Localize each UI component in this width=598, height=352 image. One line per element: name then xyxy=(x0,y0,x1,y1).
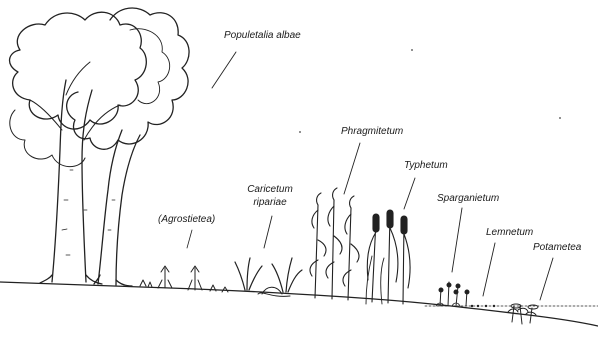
tree-trunk-branch xyxy=(30,62,120,140)
tree-canopy-left xyxy=(10,12,147,129)
leader-populetalia xyxy=(212,52,236,88)
typhetum-cattails xyxy=(366,210,410,304)
tree-trunk-main xyxy=(52,80,92,282)
leader-potametea xyxy=(540,258,553,300)
leader-agrostietea xyxy=(187,230,192,248)
leader-lemnetum xyxy=(483,243,495,296)
leader-caricetum xyxy=(264,216,272,248)
trunk-bark-marks xyxy=(62,170,115,255)
background-specks xyxy=(299,49,561,133)
leader-typhetum xyxy=(404,178,415,209)
caricetum-sedges xyxy=(235,258,302,296)
label-phragmitetum: Phragmitetum xyxy=(341,126,403,138)
label-agrostietea: (Agrostietea) xyxy=(158,214,215,226)
label-caricetum-ripariae: ripariae xyxy=(240,197,300,209)
leader-phragmitetum xyxy=(344,143,360,194)
tree-canopy-inner xyxy=(130,29,170,104)
tree-trunk-second xyxy=(98,130,140,285)
label-populetalia-albae: Populetalia albae xyxy=(224,30,301,42)
label-typhetum: Typhetum xyxy=(404,160,448,172)
label-potametea: Potametea xyxy=(533,242,581,254)
label-caricetum: Caricetum xyxy=(240,184,300,196)
leader-sparganietum xyxy=(452,208,462,272)
tree-canopy-right xyxy=(67,8,189,149)
ground-line xyxy=(0,282,598,326)
label-sparganietum: Sparganietum xyxy=(437,193,499,205)
sparganietum-plants xyxy=(436,282,469,306)
phragmitetum-reeds xyxy=(310,188,359,300)
label-lemnetum: Lemnetum xyxy=(486,227,533,239)
